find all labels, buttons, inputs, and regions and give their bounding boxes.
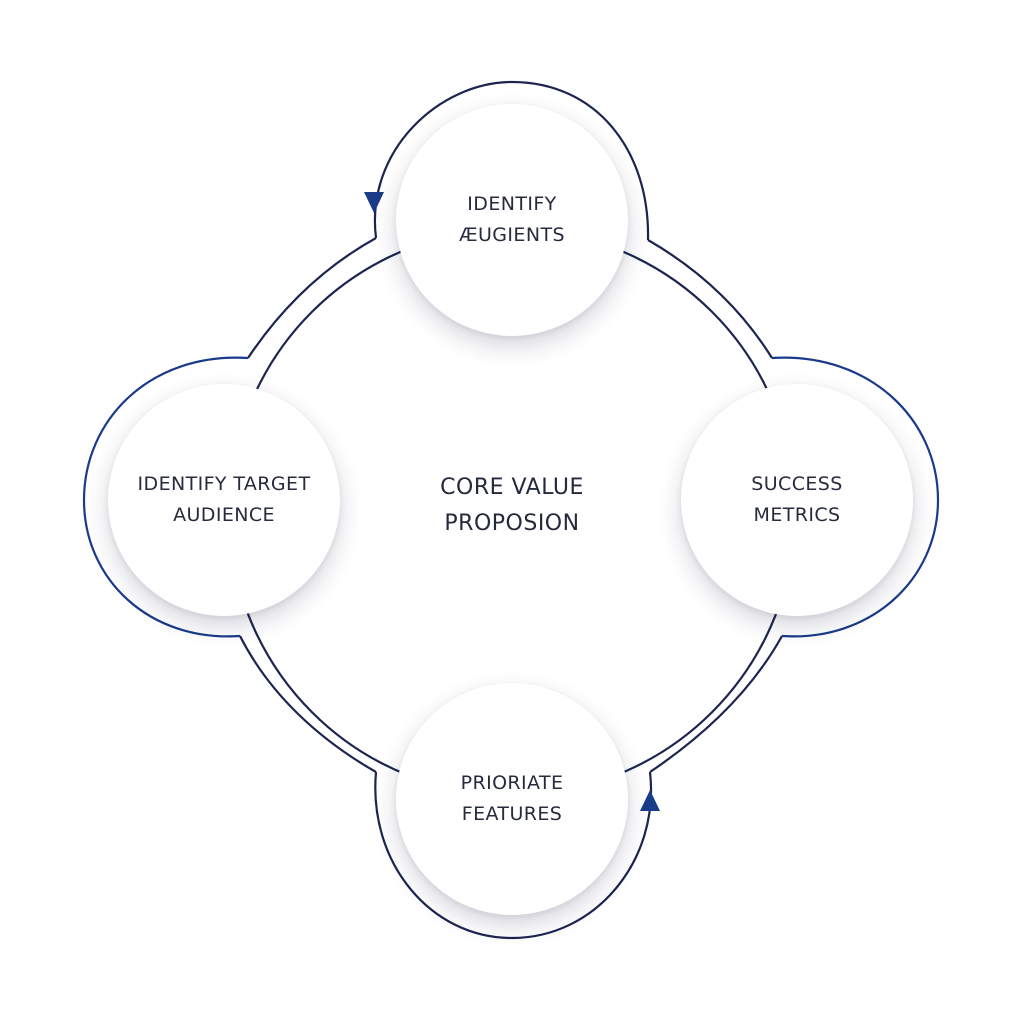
- connector-bottom-left: [239, 635, 377, 773]
- arrow-up-icon: [640, 790, 660, 811]
- node-success-metrics: SUCCESS METRICS: [681, 384, 913, 616]
- core-value-line-1: CORE VALUE: [440, 475, 584, 500]
- core-value-line-2: PROPOSION: [444, 511, 580, 536]
- node-left-line-1: IDENTIFY TARGET: [137, 473, 311, 495]
- arc-left: [82, 356, 249, 638]
- node-top-line-2: ÆUGIENTS: [459, 224, 565, 246]
- node-right-line-2: METRICS: [753, 504, 841, 526]
- node-right-line-1: SUCCESS: [751, 473, 843, 495]
- arc-bottom: [374, 771, 653, 940]
- connector-top-right: [647, 239, 773, 359]
- node-bottom-line-2: FEATURES: [461, 803, 563, 825]
- arrow-down-icon: [364, 192, 384, 213]
- node-prioritize-features: PRIORIATE FEATURES: [396, 683, 628, 915]
- node-identify-target-audience: IDENTIFY TARGET AUDIENCE: [108, 384, 340, 616]
- connector-right-bottom: [649, 635, 783, 773]
- arc-right: [771, 356, 940, 638]
- connector-left-top: [247, 237, 377, 359]
- arc-top: [373, 80, 650, 241]
- node-identify-clients: IDENTIFY ÆUGIENTS: [396, 104, 628, 336]
- node-bottom-line-1: PRIORIATE: [460, 772, 564, 794]
- core-value-label: CORE VALUE PROPOSION: [362, 470, 662, 542]
- node-left-line-2: AUDIENCE: [173, 504, 275, 526]
- node-top-line-1: IDENTIFY: [467, 193, 557, 215]
